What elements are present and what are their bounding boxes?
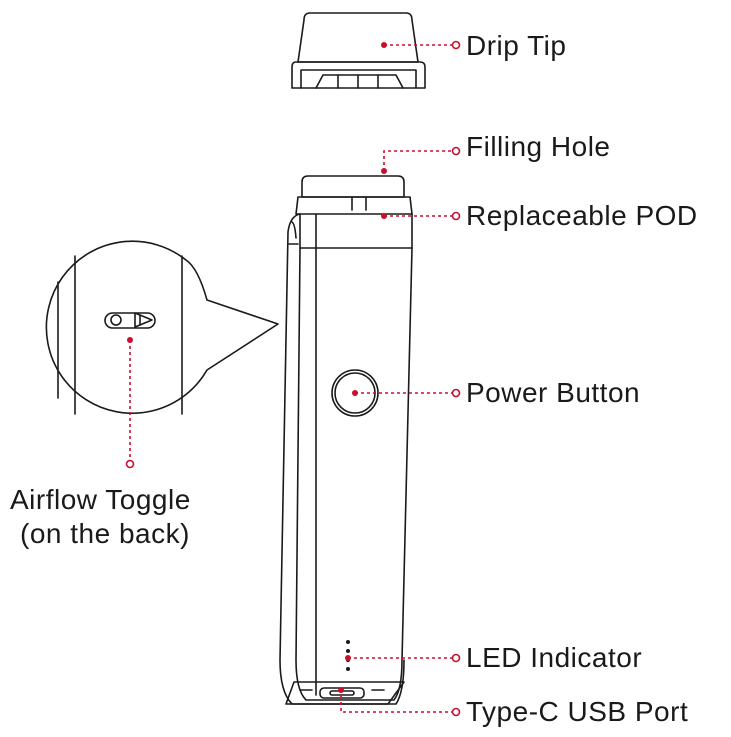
pod-top [295,175,413,215]
label-usb-port: Type-C USB Port [466,696,689,727]
label-filling-hole: Filling Hole [466,131,611,162]
airflow-zoom-bubble [45,240,279,415]
drip-tip-part [291,12,426,89]
label-replaceable-pod: Replaceable POD [466,200,698,231]
callout-usb [340,690,452,713]
device-body [279,213,413,705]
label-drip-tip: Drip Tip [466,30,567,61]
label-airflow-toggle-note: (on the back) [20,518,190,549]
label-led-indicator: LED Indicator [466,642,643,673]
label-airflow-toggle: Airflow Toggle [10,484,191,515]
callout-filling-hole [383,150,452,171]
usb-port-part [285,681,405,705]
label-power-button: Power Button [466,377,641,408]
